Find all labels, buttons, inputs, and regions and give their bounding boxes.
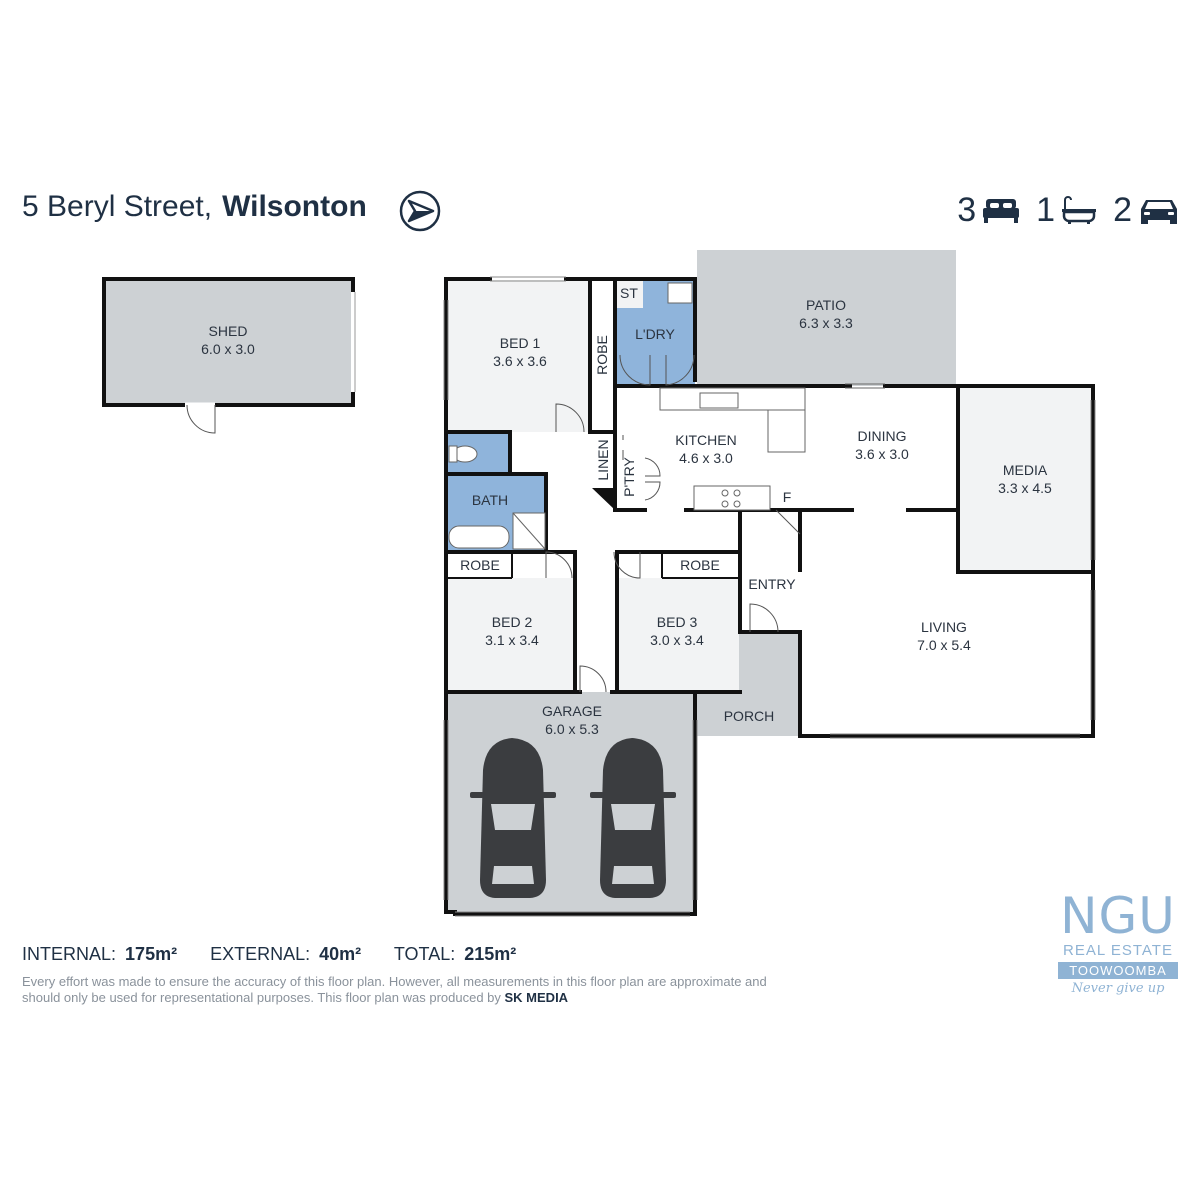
property-stats: 3 1 2 (947, 190, 1180, 230)
label-bed3-dim: 3.0 x 3.4 (650, 632, 704, 648)
logo-name: NGU (1060, 887, 1176, 945)
label-patio-dim: 6.3 x 3.3 (799, 315, 853, 331)
label-st: ST (620, 285, 638, 301)
label-pantry: P'TRY (621, 456, 637, 496)
label-robe2: ROBE (460, 557, 500, 573)
car-count: 2 (1113, 190, 1132, 229)
label-living: LIVING (921, 619, 967, 635)
label-bed1: BED 1 (500, 335, 541, 351)
bed2-fill (447, 578, 575, 691)
label-robe3: ROBE (680, 557, 720, 573)
st-fill (615, 280, 643, 308)
internal-area-value: 175m² (125, 944, 178, 964)
suburb-name: Wilsonton (222, 190, 367, 223)
logo-line2: REAL ESTATE (1063, 942, 1173, 959)
bath-count: 1 (1036, 190, 1056, 229)
label-porch: PORCH (724, 708, 775, 724)
doors (545, 354, 801, 693)
label-dining-dim: 3.6 x 3.0 (855, 446, 909, 462)
total-area-value: 215m² (464, 944, 517, 964)
internal-area-label: INTERNAL: (22, 944, 117, 964)
bath-icon (1062, 196, 1097, 224)
label-bath: BATH (472, 492, 508, 508)
external-area-value: 40m² (319, 944, 362, 964)
label-media-dim: 3.3 x 4.5 (998, 480, 1052, 496)
windows (443, 276, 1096, 917)
bed3-fill (617, 578, 739, 691)
label-kitchen-dim: 4.6 x 3.0 (679, 450, 733, 466)
label-bed1-dim: 3.6 x 3.6 (493, 353, 547, 369)
label-patio: PATIO (806, 297, 846, 313)
label-linen: LINEN (595, 439, 611, 480)
logo-line3: TOOWOOMBA (1058, 962, 1178, 979)
total-area-label: TOTAL: (393, 944, 456, 964)
label-bed3: BED 3 (657, 614, 698, 630)
hot-water-system (592, 488, 615, 510)
external-area-label: EXTERNAL: (210, 944, 311, 964)
garage-car-right (590, 738, 676, 898)
car-icon (1141, 200, 1177, 224)
north-compass-icon (399, 190, 441, 232)
shed (102, 277, 356, 434)
label-living-dim: 7.0 x 5.4 (917, 637, 971, 653)
label-fridge: F (783, 489, 792, 505)
label-dining: DINING (858, 428, 907, 444)
label-bed2: BED 2 (492, 614, 533, 630)
label-entry: ENTRY (748, 576, 796, 592)
bed-count: 3 (957, 190, 977, 229)
disclaimer-text: Every effort was made to ensure the accu… (22, 974, 767, 1005)
agency-logo[interactable]: NGU REAL ESTATE TOOWOOMBA Never give up (1058, 890, 1178, 996)
label-media: MEDIA (1003, 462, 1048, 478)
street-name: 5 Beryl Street, (22, 190, 213, 223)
bed1-fill (447, 280, 590, 432)
label-garage-dim: 6.0 x 5.3 (545, 721, 599, 737)
label-laundry: L'DRY (635, 326, 675, 342)
patio (697, 250, 956, 386)
label-bed2-dim: 3.1 x 3.4 (485, 632, 539, 648)
robe-dividers (447, 553, 739, 579)
media-fill (958, 388, 1091, 572)
label-shed-dim: 6.0 x 3.0 (201, 341, 255, 357)
garage-car-left (470, 738, 556, 898)
label-robe1: ROBE (594, 335, 610, 375)
logo-tagline: Never give up (1071, 981, 1165, 996)
label-garage: GARAGE (542, 703, 602, 719)
bed-icon (983, 199, 1020, 223)
property-address: 5 Beryl Street, Wilsonton (22, 190, 367, 224)
area-summary: INTERNAL: 175m² EXTERNAL: 40m² TOTAL: 21… (22, 944, 544, 965)
disclaimer-producer: SK MEDIA (504, 990, 569, 1005)
label-kitchen: KITCHEN (675, 432, 736, 448)
fixtures (448, 282, 885, 550)
label-shed: SHED (209, 323, 248, 339)
disclaimer: Every effort was made to ensure the accu… (22, 974, 782, 1006)
